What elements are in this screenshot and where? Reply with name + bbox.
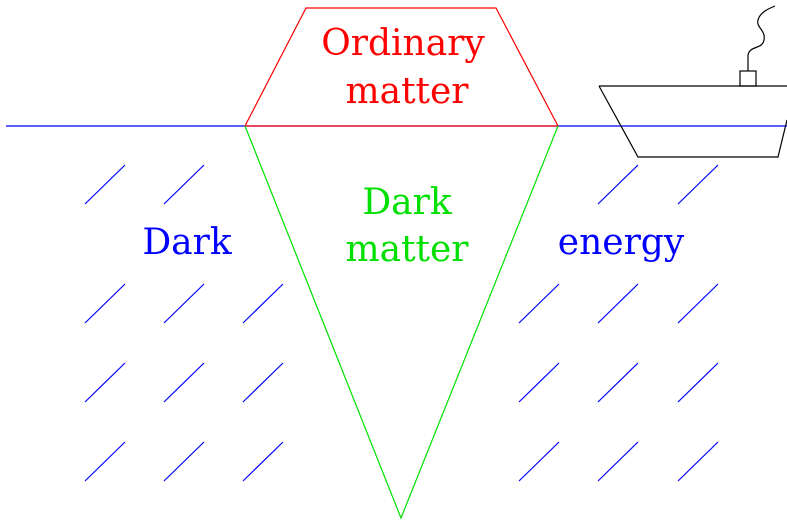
hatch-mark: [597, 362, 639, 403]
boat-hull-side: [598, 85, 787, 158]
hatch-mark: [677, 164, 719, 205]
boat: [598, 5, 787, 158]
hatch-mark: [677, 283, 719, 324]
hatch-mark: [163, 441, 205, 482]
hatch-mark: [242, 362, 284, 403]
hatch-mark: [163, 164, 205, 205]
dark-energy-label-right: energy: [558, 222, 685, 263]
hatch-mark: [597, 283, 639, 324]
hatch-mark: [677, 441, 719, 482]
hatch-mark: [84, 441, 126, 482]
ordinary-matter-label-line1: Ordinary: [321, 23, 485, 64]
hatch-mark: [597, 441, 639, 482]
iceberg-tip-ordinary-matter: [244, 7, 559, 127]
hatch-mark: [163, 362, 205, 403]
hatch-mark: [518, 441, 560, 482]
boat-smoke: [747, 5, 776, 71]
iceberg-body-dark-matter: [244, 125, 559, 520]
dark-energy-hatching: [84, 164, 719, 482]
hatch-mark: [677, 362, 719, 403]
ordinary-matter-label-line2: matter: [345, 71, 469, 112]
boat-chimney: [739, 70, 757, 87]
hatch-mark: [242, 283, 284, 324]
hatch-mark: [518, 283, 560, 324]
hatch-mark: [242, 441, 284, 482]
hatch-mark: [84, 164, 126, 205]
dark-matter-label-line2: matter: [345, 229, 469, 270]
hatch-mark: [84, 362, 126, 403]
hatch-mark: [163, 283, 205, 324]
hatch-mark: [84, 283, 126, 324]
dark-energy-label-left: Dark: [142, 222, 233, 263]
dark-matter-label-line1: Dark: [362, 182, 453, 223]
hatch-mark: [518, 362, 560, 403]
hatch-mark: [597, 164, 639, 205]
